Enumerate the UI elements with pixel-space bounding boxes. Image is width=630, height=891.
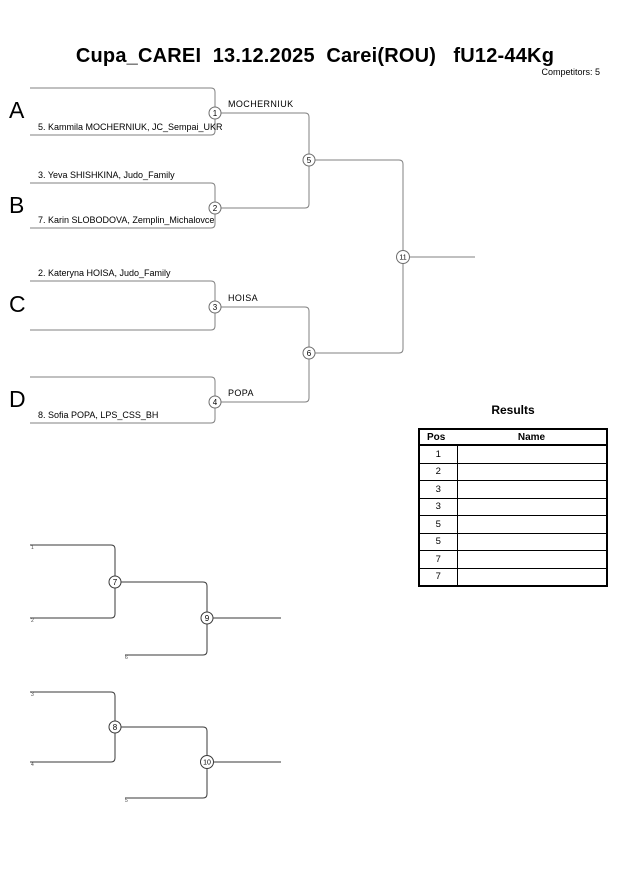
match-circle — [108, 720, 122, 734]
bracket-line — [221, 112, 310, 154]
repechage-seed-label: 3 — [31, 692, 34, 698]
match-circle — [208, 300, 222, 314]
match-circle — [200, 755, 214, 769]
match-circle — [396, 250, 410, 264]
repechage-line — [121, 581, 208, 612]
results-row: 7 — [419, 550, 607, 568]
match-circle — [302, 153, 316, 167]
match-circle — [108, 575, 122, 589]
match-winner-label: MOCHERNIUK — [228, 99, 294, 109]
bracket-line — [315, 263, 404, 354]
bracket-line — [30, 408, 216, 424]
results-name — [457, 480, 607, 498]
match-circle — [302, 346, 316, 360]
results-pos: 7 — [419, 550, 458, 568]
results-row: 7 — [419, 567, 607, 586]
repechage-line — [125, 624, 208, 656]
results-pos: 5 — [419, 515, 458, 533]
results-header-row: Pos Name — [419, 429, 607, 446]
match-number: 8 — [113, 723, 118, 732]
results-pos: 2 — [419, 462, 458, 481]
repechage-seed-label: 6 — [125, 655, 128, 661]
competitor-name: 5. Kammila MOCHERNIUK, JC_Sempai_UKR — [38, 122, 223, 132]
bracket-line — [30, 87, 216, 107]
results-pos: 3 — [419, 497, 458, 516]
repechage-line — [125, 768, 208, 799]
repechage-line — [30, 588, 116, 619]
repechage-line — [30, 544, 116, 576]
pool-letter-c: C — [9, 291, 26, 317]
repechage-line — [30, 733, 116, 763]
match-circle — [200, 611, 214, 625]
results-row: 5 — [419, 532, 607, 551]
match-number: 5 — [307, 156, 312, 165]
repechage-line — [121, 726, 208, 756]
results-row: 2 — [419, 462, 607, 481]
match-number: 1 — [213, 109, 218, 118]
match-number: 10 — [203, 760, 211, 767]
bracket-line — [30, 280, 216, 301]
results-row: 5 — [419, 515, 607, 533]
page-title: Cupa_CAREI 13.12.2025 Carei(ROU) fU12-44… — [75, 45, 555, 67]
competitor-name: 7. Karin SLOBODOVA, Zemplin_Michalovce — [38, 215, 215, 225]
match-circle — [208, 201, 222, 215]
match-circle — [208, 106, 222, 120]
pool-letter-b: B — [9, 192, 25, 218]
results-name — [457, 497, 607, 516]
match-number: 2 — [213, 204, 218, 213]
results-pos: 3 — [419, 480, 458, 498]
bracket-line — [315, 159, 404, 251]
match-winner-label: HOISA — [228, 293, 259, 303]
results-name — [457, 567, 607, 586]
repechage-seed-label: 2 — [31, 618, 34, 624]
match-number: 4 — [213, 398, 218, 407]
results-name — [457, 462, 607, 481]
repechage-seed-label: 4 — [31, 762, 34, 768]
match-number: 9 — [205, 614, 210, 623]
competitor-name: 8. Sofia POPA, LPS_CSS_BH — [38, 410, 159, 420]
bracket-line — [30, 214, 216, 229]
repechage-seed-label: 1 — [31, 545, 34, 551]
results-title: Results — [491, 403, 535, 417]
results-row: 1 — [419, 445, 607, 463]
match-number: 6 — [307, 349, 312, 358]
repechage-seed-label: 5 — [125, 798, 128, 804]
results-name — [457, 515, 607, 533]
bracket-line — [221, 166, 310, 209]
bracket-line — [30, 182, 216, 202]
bracket-line — [30, 376, 216, 396]
match-winner-label: POPA — [228, 388, 254, 398]
match-number: 7 — [113, 578, 118, 587]
repechage-line — [30, 691, 116, 721]
competitor-name: 2. Kateryna HOISA, Judo_Family — [38, 268, 171, 278]
pool-letter-a: A — [9, 97, 25, 123]
pool-letter-d: D — [9, 386, 26, 412]
results-col-pos: Pos — [419, 429, 457, 446]
results-pos: 5 — [419, 532, 458, 551]
results-pos: 1 — [419, 445, 458, 463]
bracket-line — [30, 313, 216, 331]
results-name — [457, 532, 607, 551]
results-name — [457, 445, 607, 463]
match-circle — [208, 395, 222, 409]
competitor-name: 3. Yeva SHISHKINA, Judo_Family — [38, 170, 175, 180]
results-row: 3 — [419, 497, 607, 516]
bracket-line — [221, 359, 310, 403]
results-col-name: Name — [457, 429, 607, 446]
competitors-count: Competitors: 5 — [541, 67, 600, 77]
bracket-line — [30, 119, 216, 136]
bracket-line — [221, 306, 310, 347]
results-row: 3 — [419, 480, 607, 498]
match-number: 11 — [399, 255, 406, 262]
results-name — [457, 550, 607, 568]
match-number: 3 — [213, 303, 218, 312]
results-pos: 7 — [419, 567, 458, 586]
results-table: Pos Name 1 2 3 3 5 5 7 7 — [418, 428, 608, 587]
